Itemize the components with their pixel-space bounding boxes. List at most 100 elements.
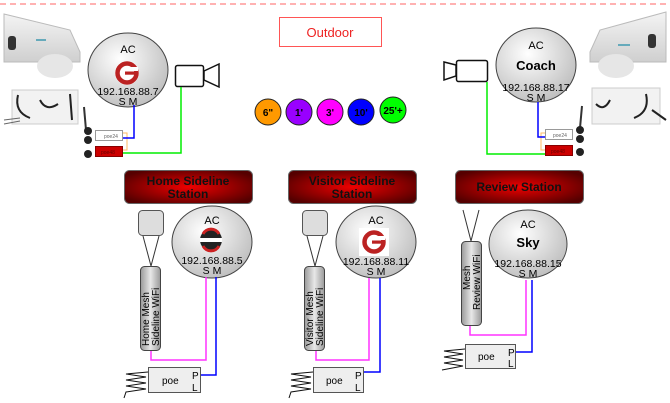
label: L xyxy=(508,359,514,370)
label: 192.168.88.5 xyxy=(181,255,242,267)
diagram-shape xyxy=(576,126,584,134)
logo-icon xyxy=(362,230,386,254)
label: Mesh xyxy=(462,266,473,290)
cable-pink xyxy=(469,280,527,336)
label: poe24 xyxy=(553,133,567,139)
label: AC xyxy=(368,215,383,227)
diagram-shape xyxy=(84,136,92,144)
outdoor-ac-left: AC 192.168.88.7 S M xyxy=(87,32,169,108)
diagram-shape xyxy=(443,61,457,82)
cable-green xyxy=(486,82,545,155)
diagram-shape xyxy=(84,127,92,135)
legend-item-10ft: 10' xyxy=(347,98,375,126)
label: Station xyxy=(332,187,373,201)
label: Review Station xyxy=(476,180,561,194)
power-cord xyxy=(123,371,149,399)
label: L xyxy=(355,383,361,394)
label: poe xyxy=(326,376,343,387)
access-point-icon xyxy=(138,210,164,236)
cable-blue xyxy=(123,105,135,139)
diagram-shape xyxy=(123,132,128,151)
video-camera-icon-right xyxy=(443,59,489,83)
diagram-shape xyxy=(288,170,417,204)
label: poe24 xyxy=(104,134,118,140)
label: Visitor Sideline xyxy=(309,174,396,188)
diagram-shape xyxy=(84,150,92,158)
diagram-shape xyxy=(203,62,220,89)
outdoor-label-box: Outdoor xyxy=(279,17,382,47)
diagram-shape xyxy=(595,93,667,121)
diagram-shape xyxy=(379,96,407,124)
diagram-shape xyxy=(648,34,656,48)
camera-housing-image-right xyxy=(589,11,667,78)
label: 192.168.88.15 xyxy=(494,258,561,270)
home-station: Home Mesh Sideline WiFi AC 192.168.88.5 … xyxy=(123,205,253,399)
diagram-shape xyxy=(285,98,313,126)
legend-item-6in: 6" xyxy=(254,98,282,126)
label: Review WiFi xyxy=(472,254,483,310)
label: S M xyxy=(119,96,138,108)
cable-length-legend: 6" 1' 3' 10' 25'+ xyxy=(254,96,407,126)
label: 1' xyxy=(295,108,303,119)
diagram-shape xyxy=(124,170,253,204)
visitor-station-header: Visitor Sideline Station xyxy=(288,170,417,204)
diagram-shape xyxy=(618,44,630,46)
label: AC xyxy=(204,215,219,227)
junction-box-image-right xyxy=(591,87,667,125)
home-station-header: Home Sideline Station xyxy=(124,170,253,204)
cable-blue xyxy=(516,280,533,353)
video-camera-icon-left xyxy=(174,62,220,89)
label: 3' xyxy=(326,108,334,119)
visitor-station: Visitor Mesh Sideline WiFi AC 192.168.88… xyxy=(288,205,417,399)
label: Sideline WiFi xyxy=(315,288,326,346)
diagram-shape xyxy=(545,129,573,140)
label: P xyxy=(192,371,199,382)
logo-icon xyxy=(198,227,224,253)
label: Station xyxy=(168,187,209,201)
diagram-shape xyxy=(306,235,324,268)
diagram-shape xyxy=(576,148,584,156)
diagram-shape xyxy=(591,87,661,125)
diagram-shape xyxy=(316,98,344,126)
mesh-wifi-unit xyxy=(140,266,161,351)
cable-pink xyxy=(150,277,207,361)
label: Sideline WiFi xyxy=(151,288,162,346)
label: S M xyxy=(203,265,222,277)
legend-item-3ft: 3' xyxy=(316,98,344,126)
label: AC xyxy=(520,219,535,231)
label: 6" xyxy=(263,108,274,119)
diagram-shape xyxy=(545,145,573,156)
label: AC xyxy=(528,40,543,52)
label: poe xyxy=(162,376,179,387)
camera-housing-image-left xyxy=(3,13,81,78)
label: L xyxy=(192,383,198,394)
review-station: Mesh Review WiFi AC Sky 192.168.88.15 S … xyxy=(441,209,568,371)
review-station-header: Review Station xyxy=(455,170,584,204)
label: AC xyxy=(120,44,135,56)
diagram-shape xyxy=(589,11,667,63)
diagram-shape xyxy=(598,54,634,78)
logo-icon xyxy=(115,61,139,85)
label: poe48 xyxy=(551,149,565,155)
diagram-shape xyxy=(95,130,123,141)
poe-stack-right: poe24 poe48 xyxy=(540,105,584,156)
poe-injector xyxy=(313,367,364,393)
label: P xyxy=(355,371,362,382)
power-cord xyxy=(288,371,314,399)
label: P xyxy=(508,348,515,359)
diagram-shape xyxy=(8,36,16,50)
diagram-shape xyxy=(16,93,73,121)
label: S M xyxy=(367,266,386,278)
label: poe xyxy=(478,352,495,363)
label: S M xyxy=(519,268,538,280)
diagram-shape xyxy=(455,59,489,83)
poe-injector xyxy=(148,367,201,393)
label: 10' xyxy=(354,108,368,119)
cable-green xyxy=(123,87,182,154)
diagram-shape xyxy=(540,132,545,151)
access-point-icon xyxy=(302,210,328,236)
diagram-shape xyxy=(576,135,584,143)
label: 192.168.88.7 xyxy=(97,86,158,98)
mesh-wifi-unit xyxy=(304,266,325,351)
